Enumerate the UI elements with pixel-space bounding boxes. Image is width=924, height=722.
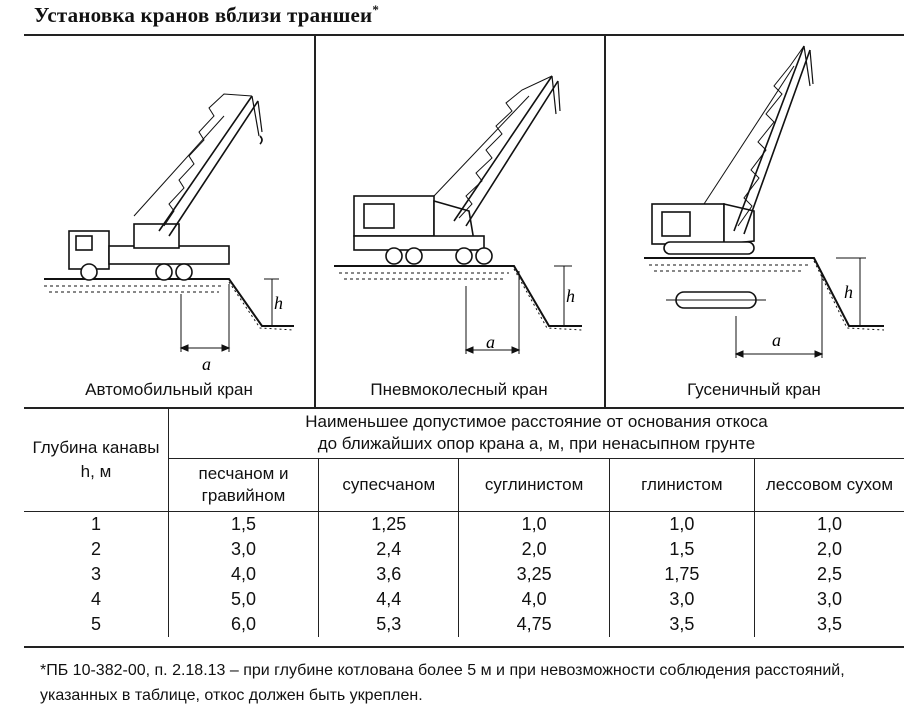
pneumatic-crane-figure: a h [334,75,583,354]
distance-table: Глубина канавы h, м Наименьшее допустимо… [24,408,904,637]
figure-caption: Автомобильный кран [85,380,253,399]
value-cell: 3,0 [753,587,904,612]
distance-header: Наименьшее допустимое расстояние от осно… [167,408,904,459]
depth-cell: 1 [90,514,101,534]
label-a: a [772,330,781,350]
value-cell: 5,3 [318,612,459,637]
soil-header: песчаном и гравийном [167,458,319,512]
value-cell: 3,0 [167,537,319,562]
value-cell: 2,0 [753,537,904,562]
depth-cell: 4 [90,589,101,609]
value-cell: 1,0 [753,511,904,537]
depth-cell: 2 [90,539,101,559]
value-cell: 1,0 [458,511,610,537]
label-h: h [274,293,283,313]
value-cell: 4,0 [458,587,610,612]
soil-header: суглинистом [458,458,610,512]
figure-divider [604,36,606,408]
value-cell: 2,0 [458,537,610,562]
top-rule [24,34,904,36]
soil-header: глинистом [608,458,755,512]
figure-caption: Гусеничный кран [687,380,821,399]
value-cell: 4,75 [458,612,610,637]
value-cell: 2,4 [318,537,459,562]
table-row: 4 5,0 4,4 4,0 3,0 3,0 [24,587,904,612]
figures-panel: a h Автомобильный кран [24,36,904,408]
table-row: 2 3,0 2,4 2,0 1,5 2,0 [24,537,904,562]
crawler-crane-figure: a h [644,45,885,358]
label-a: a [202,354,211,374]
label-a: a [486,332,495,352]
value-cell: 1,5 [608,537,755,562]
table-row: 3 4,0 3,6 3,25 1,75 2,5 [24,562,904,587]
value-cell: 3,0 [608,587,755,612]
truck-crane-figure: a h [44,93,295,374]
depth-header: Глубина канавы h, м [24,408,169,512]
page-title: Установка кранов вблизи траншеи* [34,2,380,27]
depth-cell: 3 [90,564,101,584]
depth-cell: 5 [90,614,101,634]
soil-header: супесчаном [318,458,459,512]
value-cell: 3,5 [608,612,755,637]
value-cell: 4,0 [167,562,319,587]
footnote: *ПБ 10-382-00, п. 2.18.13 – при глубине … [40,662,845,704]
value-cell: 2,5 [753,562,904,587]
table-row: 1 1,5 1,25 1,0 1,0 1,0 [24,511,904,537]
value-cell: 1,25 [318,511,459,537]
value-cell: 6,0 [167,612,319,637]
value-cell: 3,6 [318,562,459,587]
figure-divider [314,36,316,408]
value-cell: 1,75 [608,562,755,587]
value-cell: 5,0 [167,587,319,612]
value-cell: 1,5 [167,511,319,537]
value-cell: 3,25 [458,562,610,587]
value-cell: 3,5 [753,612,904,637]
figure-caption: Пневмоколесный кран [370,380,548,399]
value-cell: 1,0 [608,511,755,537]
table-bottom-rule [24,646,904,648]
table-row: 5 6,0 5,3 4,75 3,5 3,5 [24,612,904,637]
label-h: h [844,282,853,302]
value-cell: 4,4 [318,587,459,612]
soil-header: лессовом сухом [753,458,904,512]
label-h: h [566,286,575,306]
